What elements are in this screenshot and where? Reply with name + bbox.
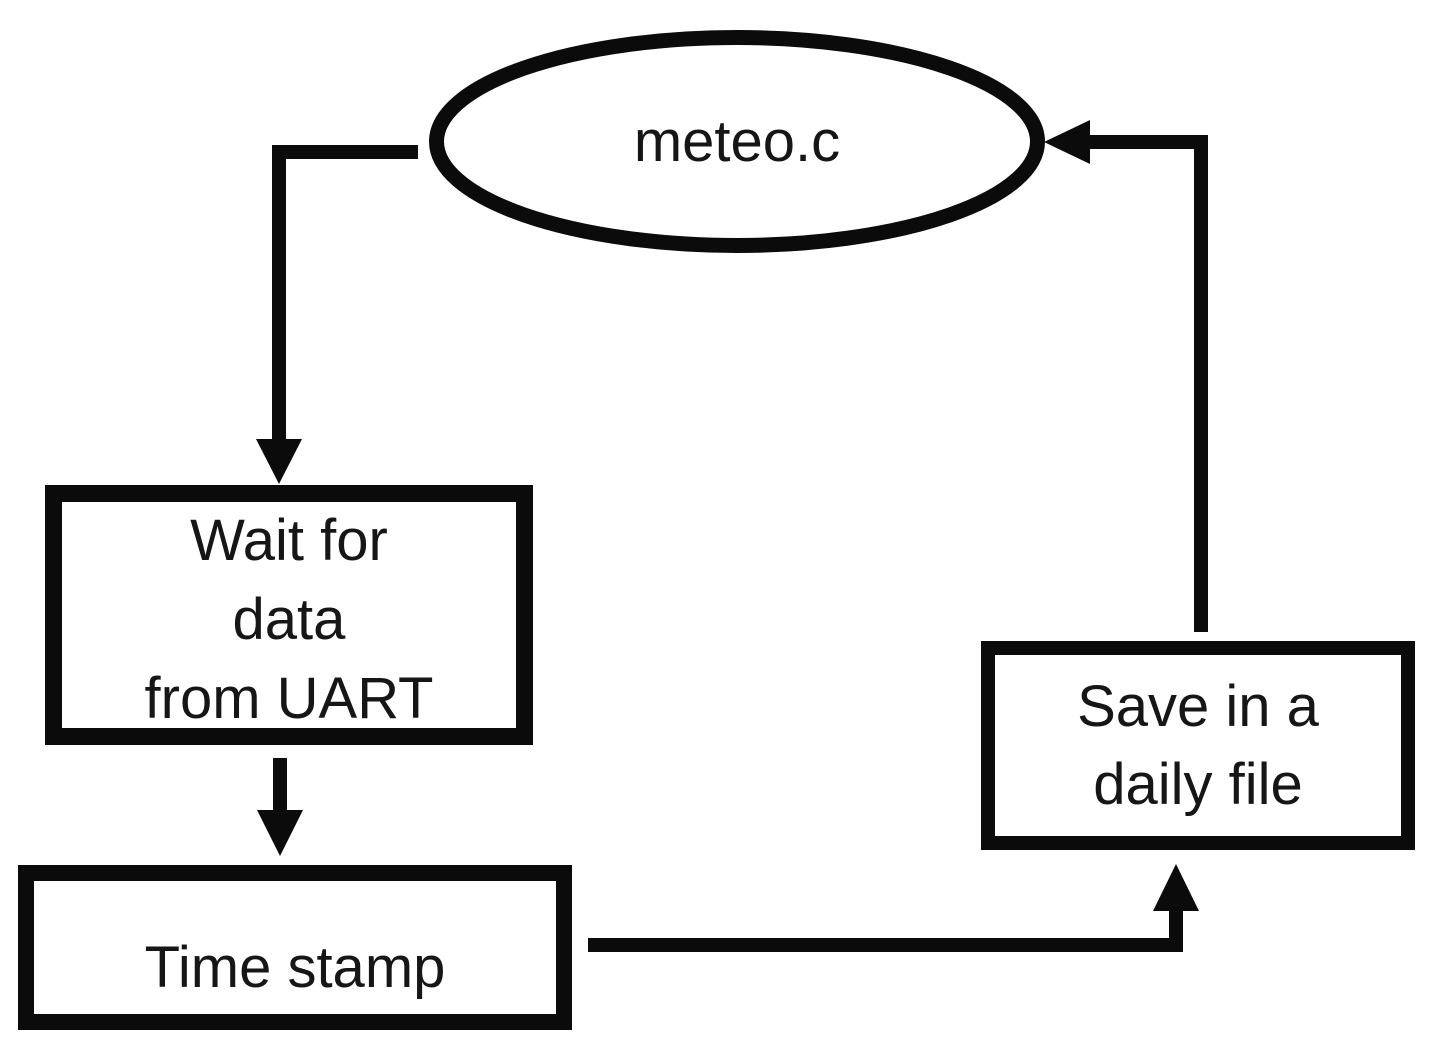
- node-time-stamp-label: Time stamp: [144, 935, 446, 1000]
- arrowhead-left-icon: [1044, 120, 1090, 164]
- arrowhead-down-icon: [256, 439, 302, 484]
- arrowhead-down-icon: [257, 810, 303, 856]
- node-meteo-ellipse: [429, 30, 1045, 253]
- arrow-save-to-meteo: [1044, 120, 1208, 632]
- arrow-meteo-to-wait: [256, 145, 418, 484]
- arrow-wait-to-timestamp: [257, 758, 303, 856]
- node-time-stamp-box: [18, 865, 572, 1030]
- node-wait-uart-label: Wait for data from UART: [144, 507, 434, 731]
- node-meteo-label: meteo.c: [633, 109, 841, 174]
- node-wait-uart-box: [45, 485, 533, 745]
- arrow-timestamp-to-save: [588, 864, 1199, 952]
- arrowhead-up-icon: [1153, 864, 1199, 911]
- node-save-file-box: [981, 641, 1415, 850]
- node-save-file-label: Save in a daily file: [1077, 673, 1319, 817]
